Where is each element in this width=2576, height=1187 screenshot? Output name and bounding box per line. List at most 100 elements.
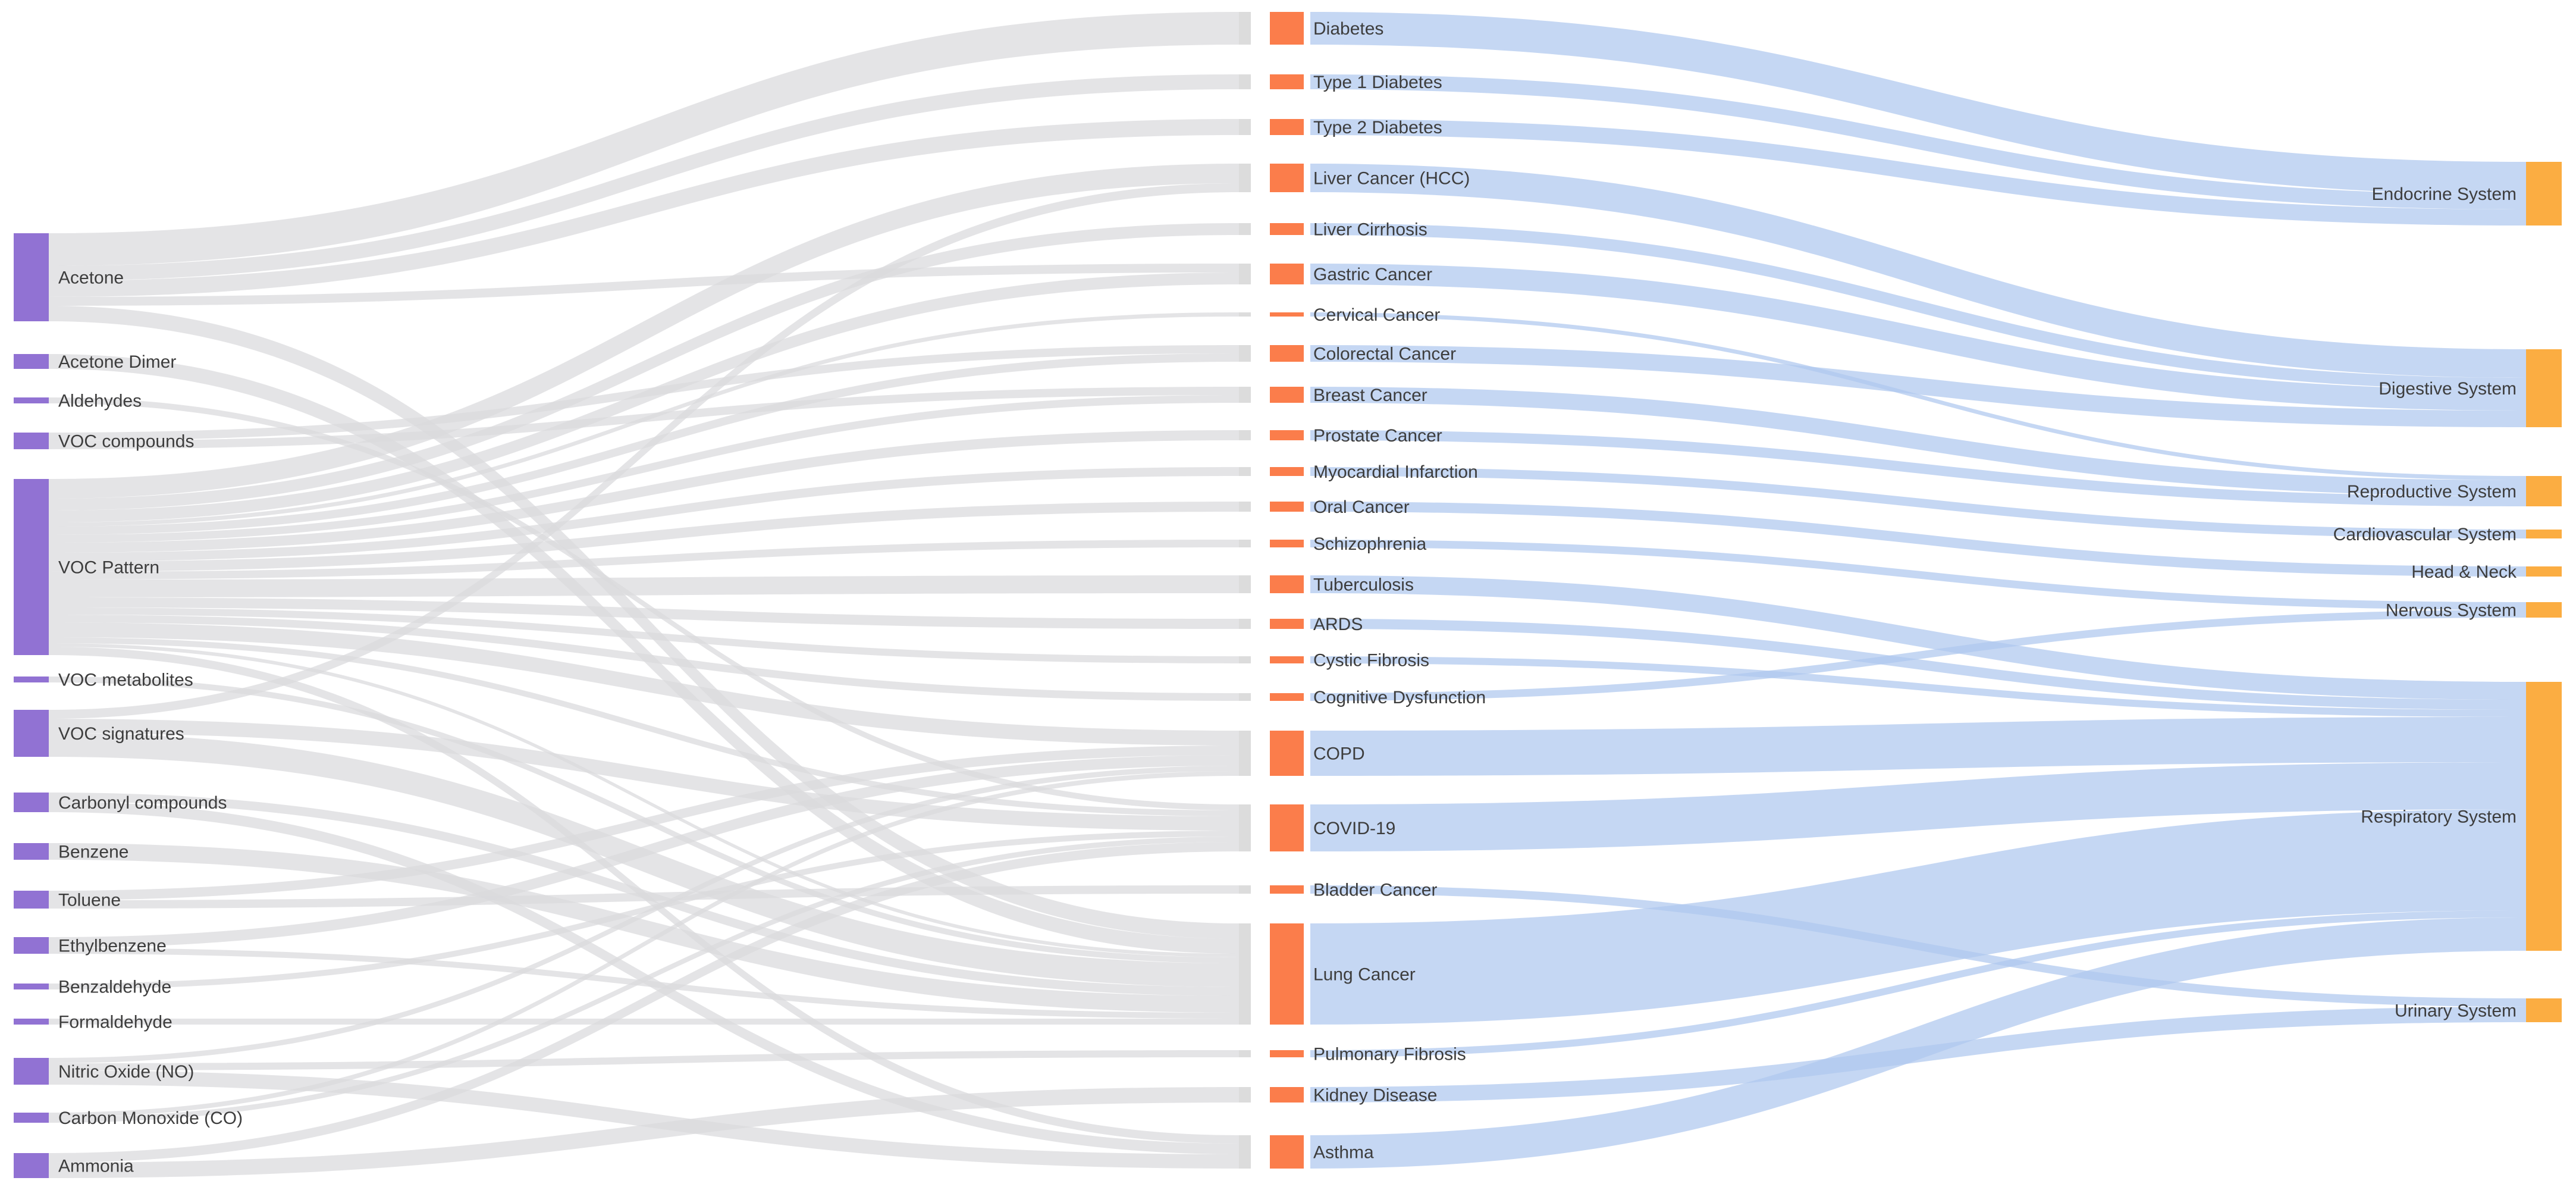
link-stub-tuberculosis xyxy=(1239,575,1251,593)
node-head-neck[interactable] xyxy=(2526,566,2562,577)
link-acetone-to-type-2-diabetes xyxy=(49,119,1239,297)
link-voc-signatures-to-liver-cancer-hcc xyxy=(49,183,1239,719)
link-benzaldehyde-to-covid-19 xyxy=(49,831,1239,989)
node-benzaldehyde[interactable] xyxy=(14,984,49,989)
node-cervical-cancer[interactable] xyxy=(1270,312,1304,317)
node-label-respiratory-system: Respiratory System xyxy=(2361,807,2517,827)
link-acetone-to-gastric-cancer xyxy=(49,264,1239,306)
link-nitric-oxide-no-to-copd xyxy=(49,766,1239,1063)
node-label-benzaldehyde: Benzaldehyde xyxy=(58,978,171,997)
link-voc-pattern-to-lung-cancer xyxy=(49,643,1239,957)
link-stub-type-1-diabetes xyxy=(1239,74,1251,89)
node-voc-compounds[interactable] xyxy=(14,433,49,449)
node-bladder-cancer[interactable] xyxy=(1270,885,1304,894)
link-voc-pattern-to-prostate-cancer xyxy=(49,430,1239,553)
node-gastric-cancer[interactable] xyxy=(1270,264,1304,284)
node-benzene[interactable] xyxy=(14,843,49,860)
link-carbon-monoxide-co-to-covid-19 xyxy=(49,837,1239,1123)
node-nitric-oxide-no[interactable] xyxy=(14,1058,49,1085)
node-label-toluene: Toluene xyxy=(58,891,121,910)
node-asthma[interactable] xyxy=(1270,1135,1304,1169)
node-cystic-fibrosis[interactable] xyxy=(1270,656,1304,663)
node-voc-pattern[interactable] xyxy=(14,479,49,655)
node-ethylbenzene[interactable] xyxy=(14,937,49,954)
node-cardiovascular-system[interactable] xyxy=(2526,530,2562,538)
node-voc-metabolites[interactable] xyxy=(14,677,49,682)
link-tuberculosis-to-respiratory-system xyxy=(1310,575,2526,700)
node-cognitive-dysfunction[interactable] xyxy=(1270,693,1304,701)
link-asthma-to-respiratory-system xyxy=(1310,917,2526,1169)
node-label-urinary-system: Urinary System xyxy=(2395,1001,2517,1021)
node-urinary-system[interactable] xyxy=(2526,998,2562,1022)
node-label-cervical-cancer: Cervical Cancer xyxy=(1313,305,1440,325)
link-stub-cystic-fibrosis xyxy=(1239,656,1251,663)
link-diabetes-to-endocrine-system xyxy=(1310,12,2526,195)
node-copd[interactable] xyxy=(1270,731,1304,776)
link-liver-cirrhosis-to-digestive-system xyxy=(1310,223,2526,390)
node-label-carbonyl-compounds: Carbonyl compounds xyxy=(58,793,227,813)
node-prostate-cancer[interactable] xyxy=(1270,430,1304,440)
link-stub-breast-cancer xyxy=(1239,387,1251,403)
link-stub-copd xyxy=(1239,731,1251,776)
link-myocardial-infarction-to-cardiovascular-system xyxy=(1310,467,2526,538)
node-liver-cirrhosis[interactable] xyxy=(1270,223,1304,235)
node-diabetes[interactable] xyxy=(1270,12,1304,45)
node-label-tuberculosis: Tuberculosis xyxy=(1313,575,1414,595)
node-label-ammonia: Ammonia xyxy=(58,1157,134,1176)
node-type-2-diabetes[interactable] xyxy=(1270,119,1304,135)
node-label-ethylbenzene: Ethylbenzene xyxy=(58,937,167,956)
node-voc-signatures[interactable] xyxy=(14,710,49,757)
node-digestive-system[interactable] xyxy=(2526,349,2562,427)
node-aldehydes[interactable] xyxy=(14,397,49,403)
node-colorectal-cancer[interactable] xyxy=(1270,345,1304,362)
node-label-gastric-cancer: Gastric Cancer xyxy=(1313,265,1432,284)
link-stub-ards xyxy=(1239,619,1251,629)
link-voc-pattern-to-myocardial-infarction xyxy=(49,467,1239,562)
link-ammonia-to-covid-19 xyxy=(49,842,1239,1163)
node-label-cognitive-dysfunction: Cognitive Dysfunction xyxy=(1313,688,1486,707)
link-covid-19-to-respiratory-system xyxy=(1310,762,2526,851)
node-pulmonary-fibrosis[interactable] xyxy=(1270,1050,1304,1057)
link-nitric-oxide-no-to-pulmonary-fibrosis xyxy=(49,1050,1239,1070)
link-breast-cancer-to-reproductive-system xyxy=(1310,387,2526,496)
node-type-1-diabetes[interactable] xyxy=(1270,74,1304,89)
link-oral-cancer-to-head-neck xyxy=(1310,502,2526,577)
link-ards-to-respiratory-system xyxy=(1310,619,2526,710)
node-covid-19[interactable] xyxy=(1270,804,1304,851)
node-liver-cancer-hcc[interactable] xyxy=(1270,164,1304,192)
node-ammonia[interactable] xyxy=(14,1153,49,1178)
node-oral-cancer[interactable] xyxy=(1270,502,1304,512)
node-respiratory-system[interactable] xyxy=(2526,682,2562,951)
node-ards[interactable] xyxy=(1270,619,1304,629)
node-label-voc-compounds: VOC compounds xyxy=(58,432,194,452)
node-carbonyl-compounds[interactable] xyxy=(14,793,49,812)
node-toluene[interactable] xyxy=(14,891,49,909)
node-tuberculosis[interactable] xyxy=(1270,575,1304,593)
link-voc-pattern-to-tuberculosis xyxy=(49,575,1239,597)
link-formaldehyde-to-lung-cancer xyxy=(49,1019,1239,1025)
node-reproductive-system[interactable] xyxy=(2526,476,2562,506)
node-label-breast-cancer: Breast Cancer xyxy=(1313,386,1427,405)
node-myocardial-infarction[interactable] xyxy=(1270,467,1304,476)
node-label-voc-metabolites: VOC metabolites xyxy=(58,671,193,690)
node-breast-cancer[interactable] xyxy=(1270,387,1304,403)
node-endocrine-system[interactable] xyxy=(2526,162,2562,226)
link-voc-pattern-to-colorectal-cancer xyxy=(49,353,1239,535)
link-acetone-to-lung-cancer xyxy=(49,306,1239,939)
node-acetone-dimer[interactable] xyxy=(14,354,49,369)
node-schizophrenia[interactable] xyxy=(1270,540,1304,547)
node-nervous-system[interactable] xyxy=(2526,602,2562,618)
link-voc-pattern-to-breast-cancer xyxy=(49,395,1239,543)
link-acetone-to-type-1-diabetes xyxy=(49,74,1239,281)
node-label-endocrine-system: Endocrine System xyxy=(2372,184,2517,204)
node-kidney-disease[interactable] xyxy=(1270,1087,1304,1103)
link-voc-pattern-to-gastric-cancer xyxy=(49,273,1239,522)
node-label-schizophrenia: Schizophrenia xyxy=(1313,534,1426,554)
link-voc-pattern-to-liver-cirrhosis xyxy=(49,223,1239,510)
node-formaldehyde[interactable] xyxy=(14,1019,49,1025)
node-acetone[interactable] xyxy=(14,233,49,321)
node-lung-cancer[interactable] xyxy=(1270,923,1304,1025)
node-carbon-monoxide-co[interactable] xyxy=(14,1113,49,1123)
